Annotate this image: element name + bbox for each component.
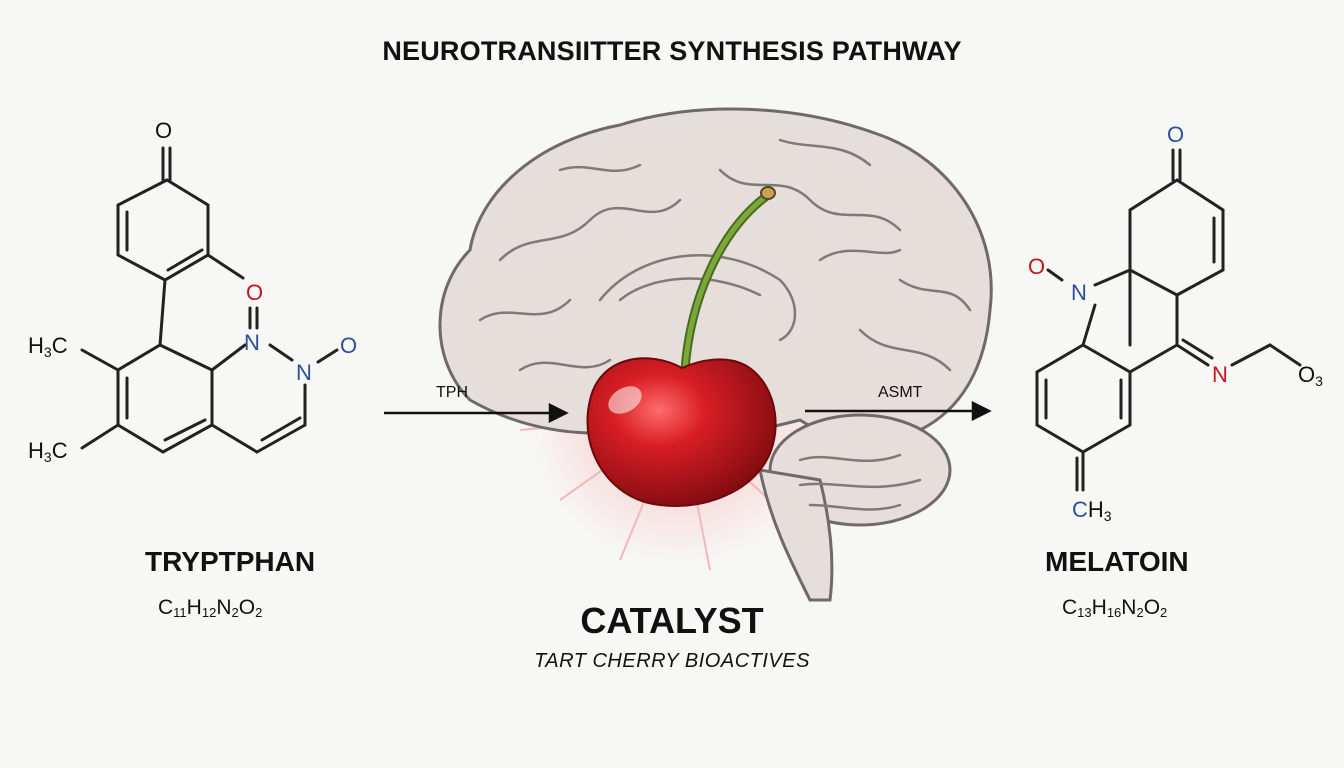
catalyst-sublabel: TART CHERRY BIOACTIVES <box>534 650 810 672</box>
enzyme-label-asmt: ASMT <box>878 384 923 401</box>
atom-n-oxide-left: N <box>296 360 312 385</box>
diagram-title: NEUROTRANSIITTER SYNTHESIS PATHWAY <box>382 36 962 66</box>
brain-folds <box>478 138 972 511</box>
atom-o-top-right: O <box>1167 122 1185 147</box>
methyl-group-bottom: H3C <box>28 438 68 465</box>
atom-n-imine-right: N <box>1212 362 1228 387</box>
atom-o-left-right: O <box>1028 254 1046 279</box>
right-molecule-formula: C13H16N2O2 <box>1062 596 1168 620</box>
left-molecule-name: TRYPTPHAN <box>145 546 316 577</box>
catalyst-label: CATALYST <box>580 600 764 641</box>
left-molecule-formula: C11H12N2O2 <box>158 596 263 620</box>
atom-o-top-left: O <box>155 118 173 143</box>
atom-n-ring-left: N <box>244 330 260 355</box>
tryptophan-structure <box>80 146 339 454</box>
arrow-left <box>384 402 569 424</box>
methyl-group-top: H3C <box>28 333 68 360</box>
atom-n-ring-right: N <box>1071 280 1087 305</box>
o3-group: O3 <box>1298 362 1323 389</box>
atom-o-ring-left: O <box>246 280 264 305</box>
ch3-group: CH3 <box>1072 497 1112 524</box>
melatonin-structure <box>1035 148 1302 492</box>
enzyme-label-tph: TPH <box>436 384 468 401</box>
arrow-right <box>805 400 992 422</box>
cherry-illustration <box>586 186 777 507</box>
right-molecule-name: MELATOIN <box>1045 546 1189 577</box>
brain-illustration <box>438 107 993 602</box>
atom-o-oxide-left: O <box>340 333 358 358</box>
